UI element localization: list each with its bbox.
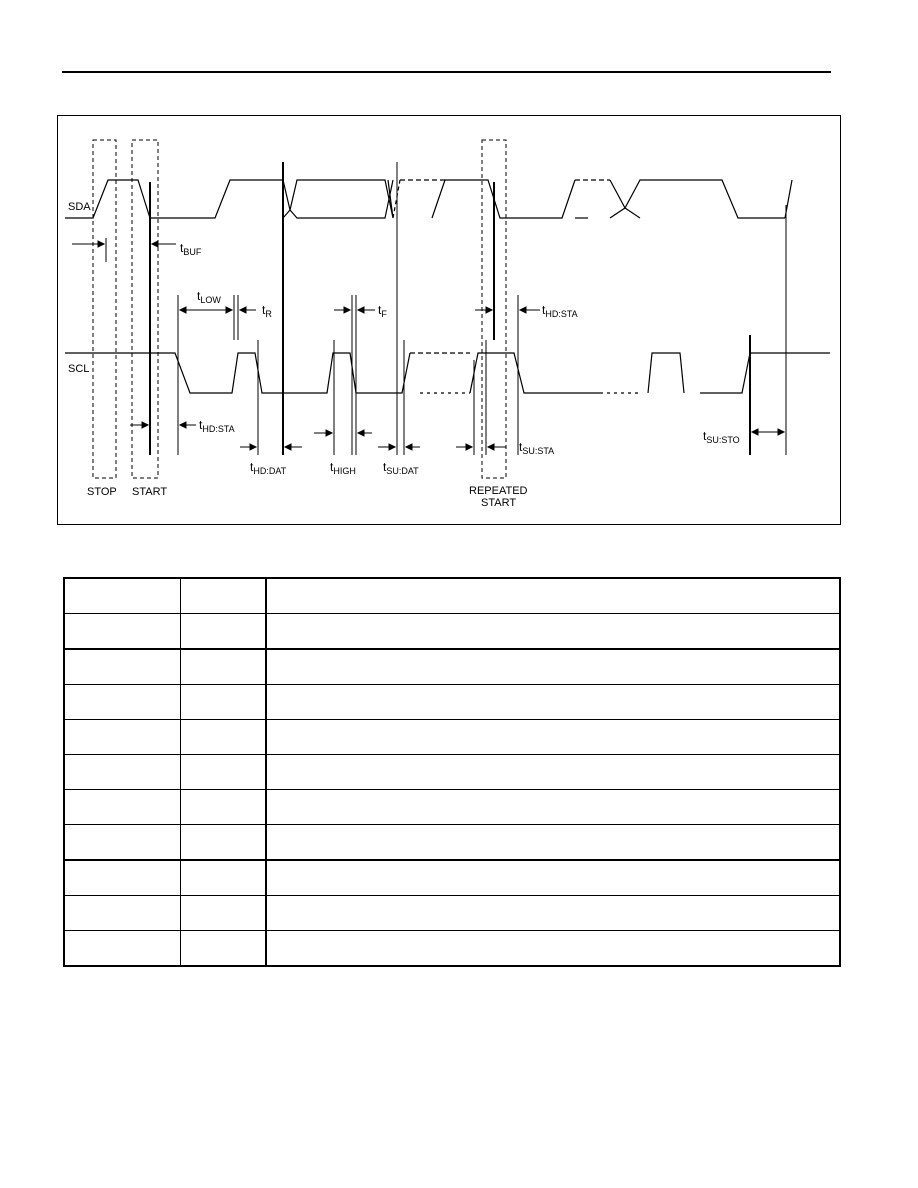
t-high-label: tHIGH (330, 460, 356, 476)
table-row (63, 684, 841, 720)
t-r-label: tR (262, 303, 272, 319)
dimension-arrows (72, 240, 786, 451)
i2c-timing-diagram: SDA SCL STOP START REPEATED START tBUF t… (65, 139, 830, 509)
repeated-start-box (481, 139, 507, 479)
t-low-label: tLOW (197, 289, 221, 305)
t-su-sto-label: tSU:STO (703, 429, 740, 445)
t-su-sta-label: tSU:STA (519, 440, 554, 456)
table-row (63, 895, 841, 931)
t-su-dat-label: tSU:DAT (383, 460, 419, 476)
stop-label: STOP (87, 486, 117, 498)
table-row (63, 754, 841, 790)
header-rule (62, 71, 831, 73)
t-hd-sta-top-label: tHD:STA (542, 303, 578, 319)
table-row (63, 930, 841, 967)
stop-box (92, 139, 117, 479)
figure-frame (57, 115, 841, 525)
t-f-label: tF (378, 303, 387, 319)
table-row (63, 719, 841, 755)
scl-waveform (65, 352, 830, 394)
t-hd-sta-bottom-label: tHD:STA (199, 418, 235, 434)
scl-label: SCL (68, 363, 89, 375)
table-row (63, 613, 841, 650)
timing-parameter-table (63, 577, 841, 967)
sda-label: SDA (68, 201, 91, 213)
table-row (63, 789, 841, 825)
table-row (63, 824, 841, 861)
repeated-label: REPEATED (469, 485, 528, 497)
timing-labels: tBUF tLOW tR tF tHD:STA tHD:STA tHD:DAT … (180, 241, 740, 476)
table-row (63, 648, 841, 685)
table-row (63, 859, 841, 896)
start-label: START (132, 486, 167, 498)
table-row (63, 577, 841, 614)
repeated-start-label: START (481, 497, 516, 509)
t-hd-dat-label: tHD:DAT (250, 460, 287, 476)
condition-boxes (92, 139, 507, 479)
reference-lines (105, 162, 787, 455)
t-buf-label: tBUF (180, 241, 202, 257)
